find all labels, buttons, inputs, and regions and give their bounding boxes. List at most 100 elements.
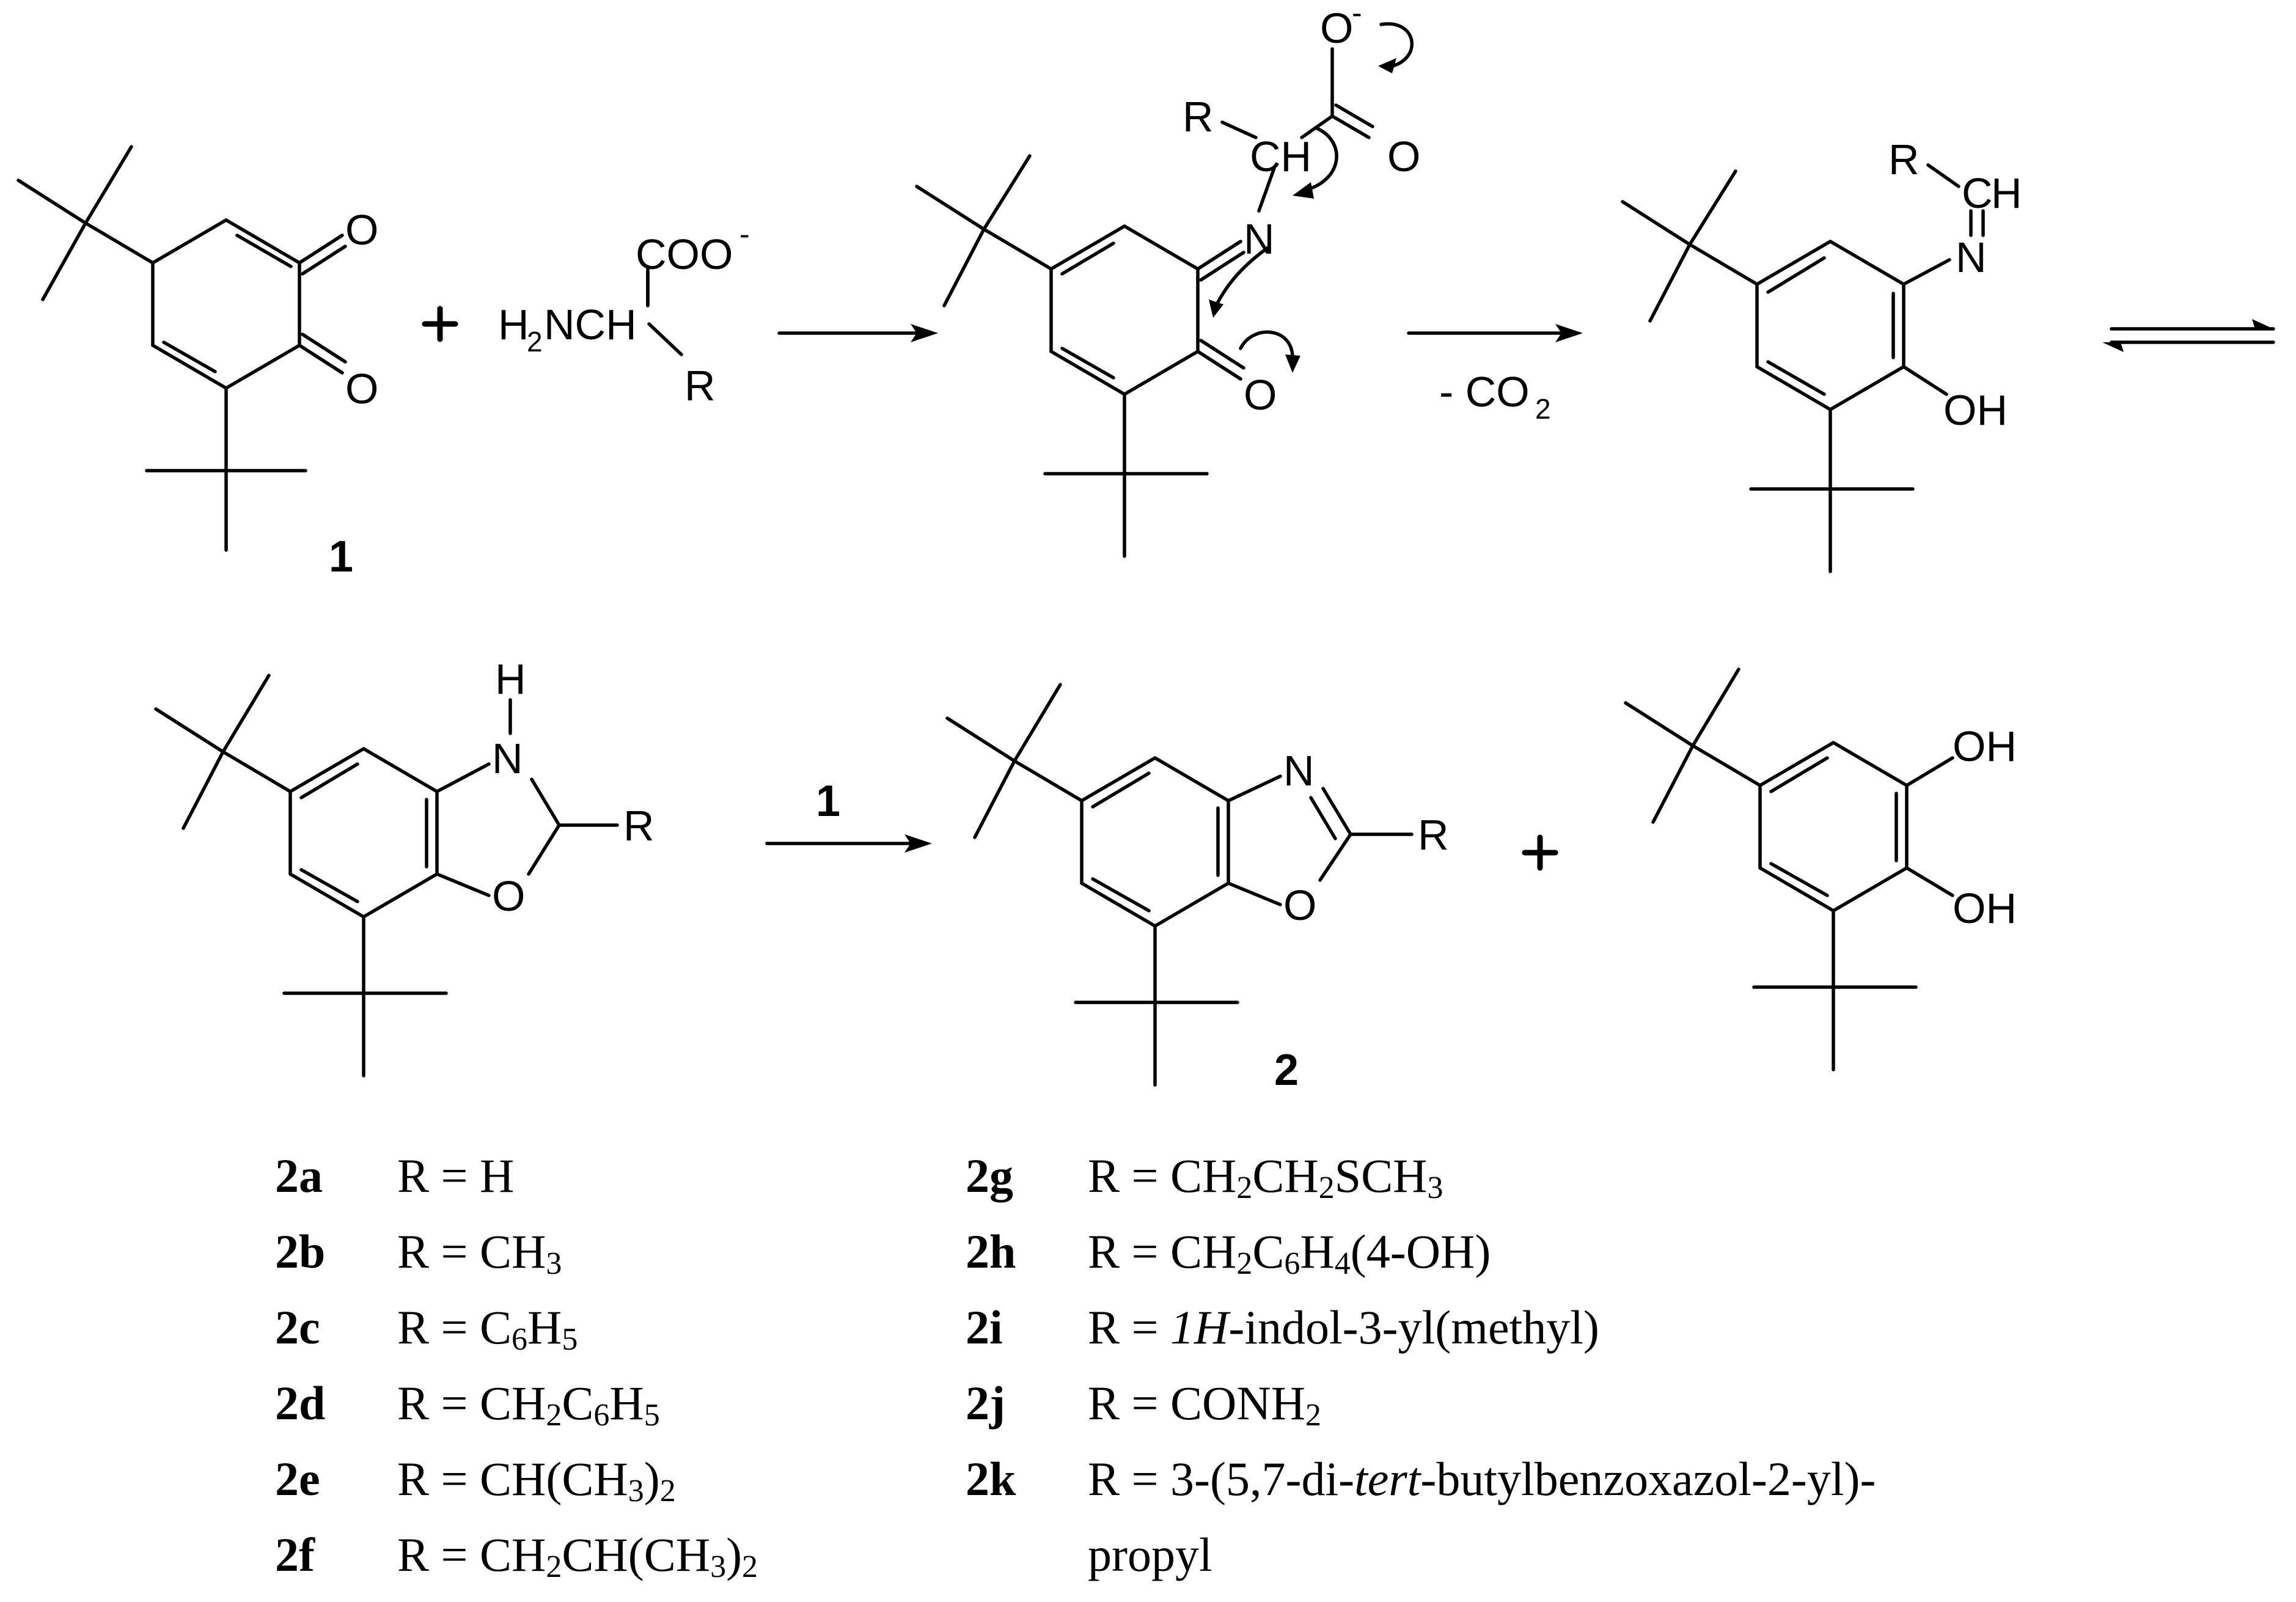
benzoxazoline-structure xyxy=(154,674,619,1078)
compound-id-2k: 2k xyxy=(966,1452,1016,1505)
r-part: C xyxy=(1252,1225,1285,1278)
r-part: R = CH xyxy=(1088,1225,1237,1278)
r-part: 5 xyxy=(644,1398,660,1433)
carboxylate-charge: - xyxy=(1352,0,1362,30)
schiff-oh: OH xyxy=(1943,386,2008,434)
coo-charge: - xyxy=(739,217,750,251)
benzoxazole-r: R xyxy=(1418,811,1449,859)
compound-id-2d: 2d xyxy=(275,1376,326,1430)
r-part: 2 xyxy=(546,1549,562,1584)
r-part: R = C xyxy=(397,1301,512,1354)
catechol-structure xyxy=(1624,667,1954,1071)
r-part: R = CH xyxy=(1088,1149,1237,1202)
coo-group: COO xyxy=(636,230,733,278)
atom-o-1b: O xyxy=(345,365,378,413)
r-part: CH(CH xyxy=(562,1528,711,1581)
catechol-oh-1: OH xyxy=(1953,722,2017,770)
r-part: 3 xyxy=(628,1474,644,1508)
substituent-r-2k: R = 3-(5,7-di-tert-butylbenzoxazol-2-yl)… xyxy=(1088,1455,1876,1503)
r-part: propyl xyxy=(1088,1528,1212,1581)
r-part: 3 xyxy=(1427,1170,1443,1205)
compound-label-1: 1 xyxy=(329,532,353,581)
substituent-r-2b: R = CH3 xyxy=(397,1225,562,1280)
substituent-r-2h: R = CH2C6H4(4-OH) xyxy=(1088,1225,1491,1280)
r-part: 3 xyxy=(546,1246,562,1281)
amino-acid-r: R xyxy=(684,362,716,410)
r-part: CH xyxy=(1252,1149,1319,1202)
imine-o: O xyxy=(1244,371,1277,419)
reaction-arrow-3 xyxy=(765,834,932,853)
r-part: R = xyxy=(1088,1301,1171,1354)
substituent-r-2g: R = CH2CH2SCH3 xyxy=(1088,1149,1443,1204)
quinone-imine-structure xyxy=(915,22,1414,558)
benzoxazole-o: O xyxy=(1283,881,1316,929)
r-part: 5 xyxy=(562,1322,578,1357)
r-part: 2 xyxy=(1236,1170,1253,1205)
schiff-n: N xyxy=(1956,233,1987,281)
r-part: -indol-3-yl(methyl) xyxy=(1228,1301,1599,1354)
equilibrium-arrows xyxy=(2102,319,2275,352)
carboxylate-o-minus: O xyxy=(1320,4,1353,52)
r-part: 2 xyxy=(1305,1398,1322,1433)
carboxylate-o: O xyxy=(1387,133,1420,180)
r-part: R = CH(CH xyxy=(397,1452,628,1505)
imine-n: N xyxy=(1244,215,1275,263)
benzoxazole-2-structure xyxy=(945,683,1414,1087)
r-part: ) xyxy=(644,1452,660,1505)
schiff-base-structure xyxy=(1621,163,1985,573)
r-part: H xyxy=(609,1376,644,1430)
compound-id-2f: 2f xyxy=(275,1528,315,1581)
r-part: tert xyxy=(1354,1452,1421,1505)
atom-o-1a: O xyxy=(345,206,378,254)
quinone-1-structure xyxy=(17,145,347,552)
compound-id-2c: 2c xyxy=(275,1301,320,1354)
r-part: SCH xyxy=(1334,1149,1428,1202)
r-part: 4 xyxy=(1334,1246,1351,1281)
plus-sign-2 xyxy=(1522,834,1558,871)
r-part: 2 xyxy=(546,1398,562,1433)
r-part: R = 3-(5,7-di- xyxy=(1088,1452,1355,1505)
benzoxazoline-h: H xyxy=(495,655,526,703)
amino-acid-structure xyxy=(646,267,683,356)
r-part: 2 xyxy=(742,1549,758,1584)
benzoxazoline-r: R xyxy=(623,802,655,850)
r-part: R = H xyxy=(397,1149,515,1202)
compound-id-2e: 2e xyxy=(275,1452,320,1505)
substituent-r-cont: propyl xyxy=(1088,1531,1212,1579)
substituent-r-2c: R = C6H5 xyxy=(397,1301,578,1356)
arrow-reagent-1: 1 xyxy=(816,777,840,826)
reaction-arrow-1 xyxy=(777,324,938,342)
compound-id-2i: 2i xyxy=(966,1301,1003,1354)
r-part: 1H xyxy=(1170,1301,1229,1354)
amine-h-sub: 2 xyxy=(527,326,543,358)
reaction-arrow-2 xyxy=(1407,324,1583,342)
schiff-c: C xyxy=(1962,169,1993,217)
schiff-h: H xyxy=(1991,169,2022,217)
compound-id-2h: 2h xyxy=(966,1225,1016,1278)
amine-h: H xyxy=(498,301,529,348)
compound-id-2j: 2j xyxy=(966,1376,1005,1430)
benzoxazole-n: N xyxy=(1283,747,1315,795)
r-part: -butylbenzoxazol-2-yl)- xyxy=(1420,1452,1876,1505)
r-part: ) xyxy=(726,1528,743,1581)
substituent-r-2a: R = H xyxy=(397,1152,514,1200)
substituent-r-2f: R = CH2CH(CH3)2 xyxy=(397,1528,758,1583)
r-part: 6 xyxy=(593,1398,610,1433)
compound-label-2: 2 xyxy=(1274,1046,1299,1095)
imine-r: R xyxy=(1183,93,1214,141)
r-part: 2 xyxy=(1236,1246,1253,1281)
plus-sign-1 xyxy=(422,306,458,342)
r-part: R = CH xyxy=(397,1528,546,1581)
compound-id-2b: 2b xyxy=(275,1225,326,1278)
r-part: 3 xyxy=(710,1549,727,1584)
r-part: R = CH xyxy=(397,1376,546,1430)
r-part: 6 xyxy=(1284,1246,1300,1281)
r-part: R = CH xyxy=(397,1225,546,1278)
imine-ch: CH xyxy=(1250,133,1311,180)
schiff-r: R xyxy=(1888,136,1920,183)
r-part: H xyxy=(527,1301,562,1354)
benzoxazoline-o: O xyxy=(492,872,525,920)
r-part: C xyxy=(562,1376,594,1430)
substituent-r-2i: R = 1H-indol-3-yl(methyl) xyxy=(1088,1304,1599,1351)
